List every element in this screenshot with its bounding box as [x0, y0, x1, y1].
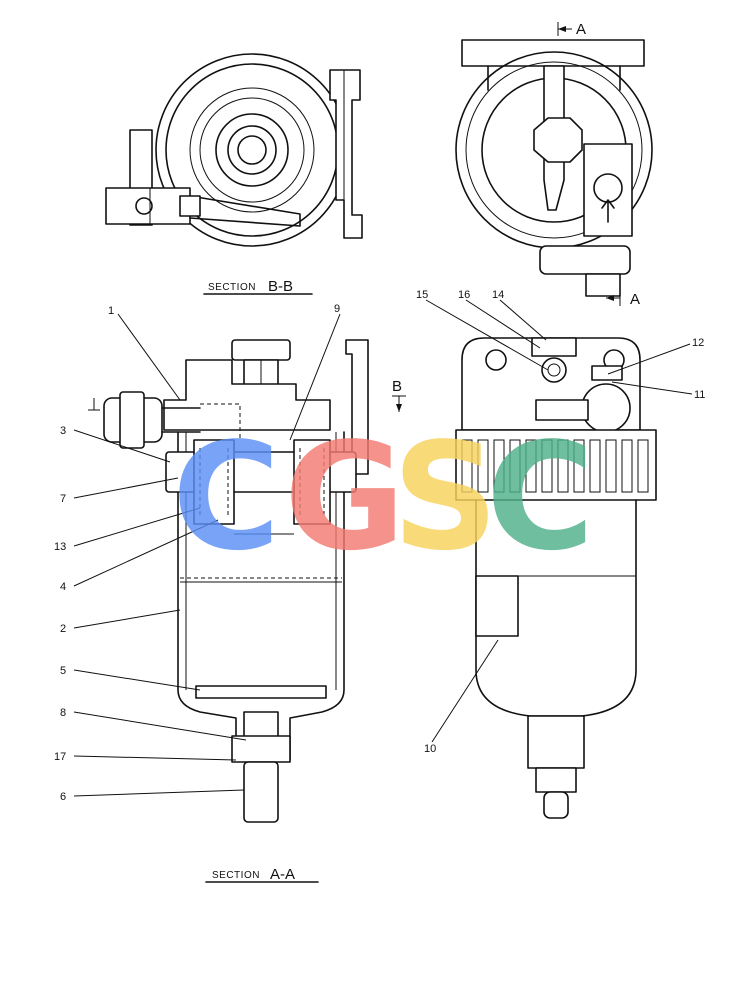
- callout-3: 3: [60, 425, 66, 437]
- cut-marker-b: B: [88, 378, 406, 412]
- callout-5: 5: [60, 665, 66, 677]
- ring-nut-rib: [621, 439, 633, 493]
- section-bb-letters: B-B: [268, 278, 293, 295]
- section-aa-prefix: SECTION: [212, 870, 260, 881]
- top-right-view: [455, 39, 653, 297]
- ring-nut-rib: [509, 439, 521, 493]
- watermark-letter-1: C: [172, 411, 281, 583]
- cut-label-a-top: A: [576, 21, 586, 38]
- ring-nut-rib: [541, 439, 553, 493]
- watermark: C G S C: [172, 411, 595, 583]
- cut-marker-a-bottom: A: [606, 290, 640, 308]
- callout-7: 7: [60, 493, 66, 505]
- callout-8: 8: [60, 707, 66, 719]
- callout-4: 4: [60, 581, 66, 593]
- callout-10: 10: [424, 743, 436, 755]
- watermark-letter-3: S: [392, 411, 499, 583]
- cut-marker-a-top: A: [557, 21, 586, 38]
- callout-12: 12: [692, 337, 704, 349]
- ring-nut-rib: [573, 439, 585, 493]
- callout-14: 14: [492, 289, 504, 301]
- callout-1: 1: [108, 305, 114, 317]
- ring-nut-rib: [525, 439, 537, 493]
- cut-label-a-bottom: A: [630, 291, 640, 308]
- callout-9: 9: [334, 303, 340, 315]
- ring-nut-ribs: [461, 439, 649, 493]
- callout-11: 11: [694, 389, 705, 401]
- section-bb-prefix: SECTION: [208, 282, 256, 293]
- ring-nut-rib: [461, 439, 473, 493]
- callout-16: 16: [458, 289, 470, 301]
- leader-lines: [73, 299, 693, 797]
- section-aa-letters: A-A: [270, 866, 295, 883]
- callout-2: 2: [60, 623, 66, 635]
- callout-17: 17: [54, 751, 66, 763]
- external-view: [455, 337, 657, 819]
- watermark-letter-4: C: [486, 411, 595, 583]
- ring-nut-rib: [477, 439, 489, 493]
- section-aa-view: [103, 339, 369, 823]
- callouts: 1 9 3 7 13 4 2 5 8 17 6 15 16 14 12 11 1…: [54, 289, 705, 803]
- callout-15: 15: [416, 289, 428, 301]
- ring-nut-rib: [557, 439, 569, 493]
- callout-13: 13: [54, 541, 66, 553]
- ring-nut-rib: [605, 439, 617, 493]
- watermark-letter-2: G: [284, 411, 405, 583]
- ring-nut-rib: [589, 439, 601, 493]
- ring-nut-rib: [637, 439, 649, 493]
- section-bb-view: [105, 53, 363, 247]
- ring-nut-rib: [493, 439, 505, 493]
- cut-label-b: B: [392, 378, 402, 395]
- callout-6: 6: [60, 791, 66, 803]
